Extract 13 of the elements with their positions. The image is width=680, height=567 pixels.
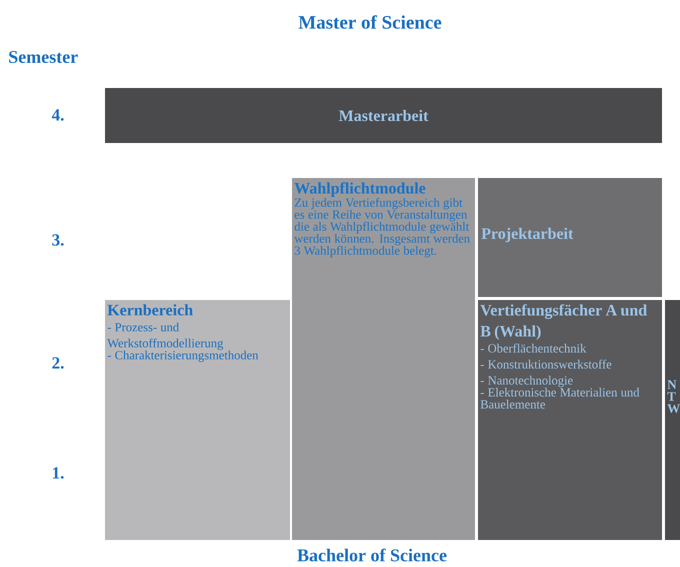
- module-box: N T W: [665, 300, 680, 540]
- module-box: Projektarbeit: [478, 178, 662, 297]
- degree-label: Bachelor of Science: [297, 548, 447, 562]
- title: Master of Science: [298, 15, 442, 29]
- thesis-bar: Masterarbeit: [105, 88, 662, 143]
- module-box: Vertiefungsfächer A und B (Wahl) - Oberflächentechnik - Konstruktionswerkstoffe - Nanotechnologie - Elektronische Materialien und Bauelemente: [478, 300, 662, 540]
- module-box: Wahlpflichtmodule Zu jedem Vertiefungsbereich gibt es eine Reihe von Veranstaltungen die als Wahlpflichtmodule gewählt werden können. Insgesamt werden 3 Wahlpflichtmodule belegt.: [292, 178, 475, 540]
- semester-number: 1.: [53, 467, 64, 479]
- semester-number: 2.: [52, 357, 64, 369]
- semester-number: 3.: [52, 234, 64, 246]
- semester-number: 4.: [52, 109, 64, 121]
- axis-label: Semester: [9, 50, 78, 64]
- module-box: Kernbereich - Prozess- und Werkstoffmodellierung - Charakterisierungsmethoden: [105, 300, 290, 540]
